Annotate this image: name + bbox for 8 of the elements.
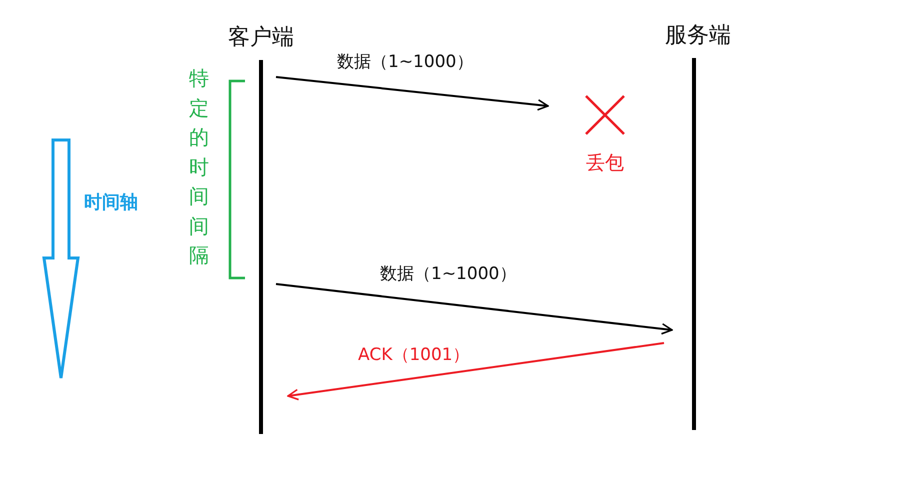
interval-label: 特定的时间间隔 <box>188 65 210 269</box>
arrow <box>276 283 673 335</box>
arrow <box>287 342 664 400</box>
lifeline-label: 服务端 <box>664 22 732 50</box>
arrow <box>276 76 549 111</box>
loss-label: 丢包 <box>585 151 625 176</box>
axis-label: 时间轴 <box>84 191 138 214</box>
lifeline-label: 客户端 <box>227 24 295 52</box>
